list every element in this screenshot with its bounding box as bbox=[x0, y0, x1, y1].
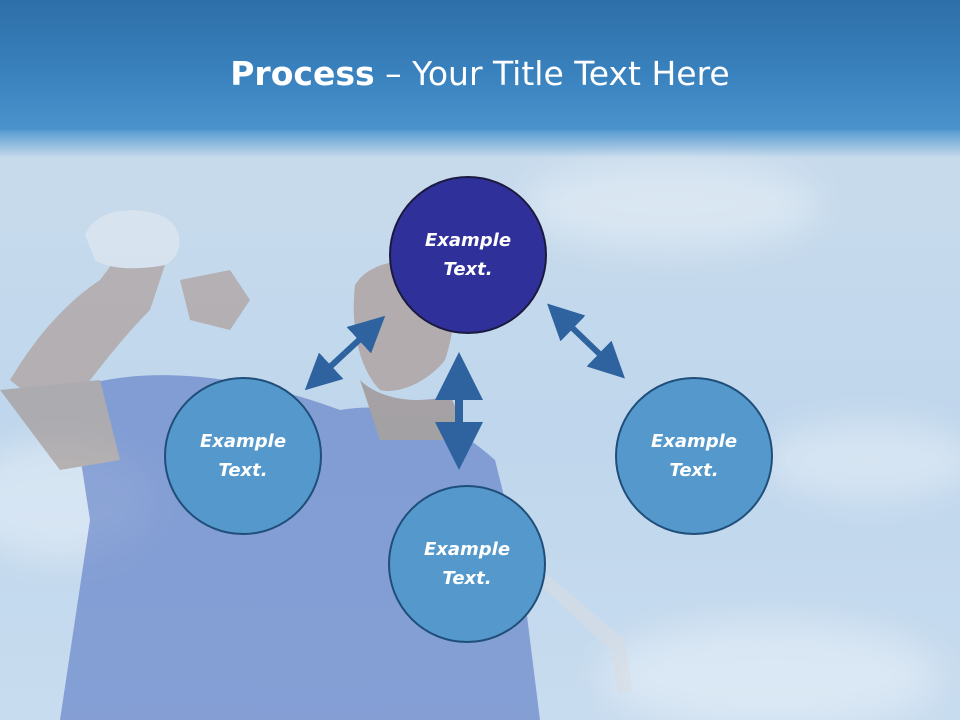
page-title: Process – Your Title Text Here bbox=[0, 52, 960, 96]
node-bottom: Example Text. bbox=[388, 485, 546, 643]
arrow-top-left bbox=[304, 315, 386, 391]
node-top-label: Example Text. bbox=[424, 230, 512, 280]
title-rest: – Your Title Text Here bbox=[374, 54, 730, 93]
cloud-shape bbox=[520, 160, 820, 250]
node-left: Example Text. bbox=[164, 377, 322, 535]
node-top: Example Text. bbox=[389, 176, 547, 334]
cloud-shape bbox=[760, 420, 960, 500]
node-bottom-label: Example Text. bbox=[423, 539, 511, 589]
title-bold: Process bbox=[230, 54, 375, 93]
cloud-shape bbox=[600, 620, 940, 720]
node-right-label: Example Text. bbox=[650, 431, 738, 481]
node-left-label: Example Text. bbox=[199, 431, 287, 481]
title-band bbox=[0, 0, 960, 158]
node-right: Example Text. bbox=[615, 377, 773, 535]
arrow-top-right bbox=[547, 303, 625, 379]
